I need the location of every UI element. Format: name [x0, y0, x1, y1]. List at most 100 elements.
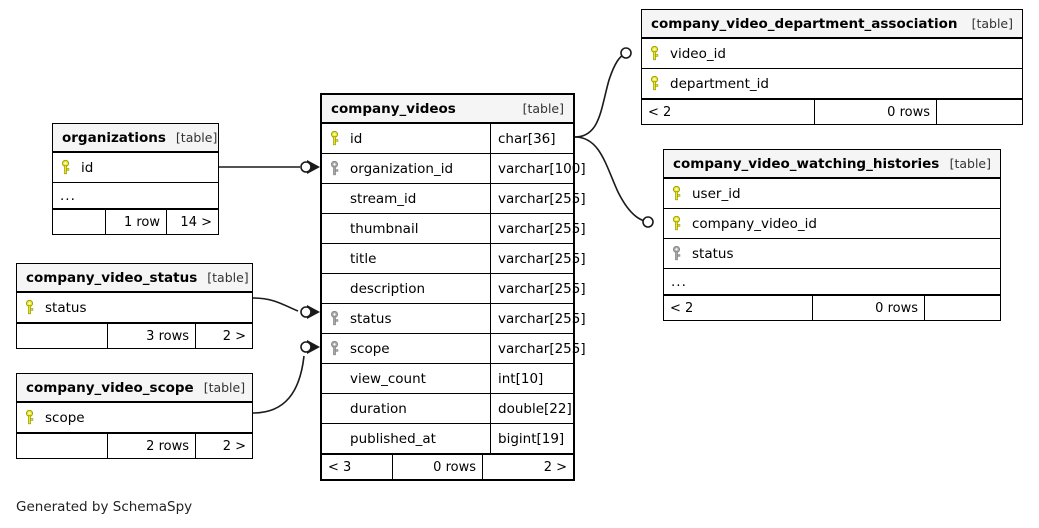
column-name: id	[81, 159, 94, 176]
column-row[interactable]: department_id	[642, 69, 1022, 99]
column-name-cell: title	[322, 244, 490, 273]
column-type-cell: double[22]	[490, 394, 573, 423]
table-name: company_video_watching_histories	[673, 155, 940, 172]
column-name-cell: user_id	[664, 179, 1000, 208]
column-name: thumbnail	[350, 220, 419, 237]
footer-prev-link[interactable]	[17, 324, 107, 348]
primary-key-icon	[650, 76, 659, 91]
column-type-cell: varchar[255]	[490, 184, 586, 213]
column-name: status	[350, 310, 392, 327]
table-type-tag: [table]	[207, 270, 249, 285]
crowsfoot-marker	[307, 160, 320, 174]
column-type-cell: bigint[19]	[490, 424, 573, 453]
column-name: description	[350, 280, 426, 297]
column-type-cell: varchar[255]	[490, 334, 586, 363]
column-name: department_id	[670, 75, 769, 92]
column-row[interactable]: status	[17, 293, 252, 323]
table-name: company_video_department_association	[651, 15, 958, 32]
table-company_video_watching_histories[interactable]: company_video_watching_histories [table] u…	[663, 149, 1001, 321]
footer-row-count: 2 rows	[107, 434, 195, 458]
footer-prev-link[interactable]	[53, 210, 105, 234]
table-header-company_video_status: company_video_status [table]	[17, 264, 252, 293]
table-header-company_video_watching_histories: company_video_watching_histories [table]	[664, 150, 1000, 179]
column-row[interactable]: scope	[17, 403, 252, 433]
column-row[interactable]: thumbnail varchar[255]	[322, 214, 586, 244]
column-name-cell: scope	[322, 334, 490, 363]
table-name: company_video_scope	[26, 379, 194, 396]
primary-key-icon	[672, 186, 681, 201]
column-name: company_video_id	[692, 215, 817, 232]
optional-marker	[300, 341, 312, 353]
column-type-cell: varchar[255]	[490, 304, 586, 333]
footer-prev-link[interactable]	[17, 434, 107, 458]
footer-row-count: 3 rows	[107, 324, 195, 348]
column-row[interactable]: status varchar[255]	[322, 304, 586, 334]
column-name-cell: id	[53, 153, 218, 182]
column-name: status	[45, 299, 87, 316]
column-type-cell: varchar[255]	[490, 214, 586, 243]
diagram-caption: Generated by SchemaSpy	[16, 499, 193, 515]
relationship-organizations-to-company_videos	[219, 160, 320, 174]
table-name: organizations	[62, 129, 166, 146]
footer-next-link[interactable]: 2 >	[482, 455, 573, 479]
table-type-tag: [table]	[522, 101, 564, 116]
table-company_video_department_association[interactable]: company_video_department_association [tab…	[641, 9, 1023, 125]
column-type-cell: varchar[255]	[490, 274, 586, 303]
column-name: user_id	[692, 185, 741, 202]
column-row[interactable]: company_video_id	[664, 209, 1000, 239]
column-type-cell: int[10]	[490, 364, 573, 393]
primary-key-icon	[61, 160, 70, 175]
footer-next-link[interactable]: 2 >	[195, 434, 252, 458]
column-name: view_count	[350, 370, 426, 387]
table-type-tag: [table]	[971, 16, 1013, 31]
column-row[interactable]: user_id	[664, 179, 1000, 209]
table-name: company_video_status	[26, 269, 198, 286]
footer-prev-link[interactable]: < 3	[328, 459, 352, 475]
column-row[interactable]: description varchar[255]	[322, 274, 586, 304]
relationship-company_video_status-to-company_videos	[252, 297, 320, 319]
crowsfoot-marker	[307, 305, 320, 319]
column-name-cell: duration	[322, 394, 490, 423]
foreign-key-icon	[672, 246, 681, 261]
footer-prev-link[interactable]: < 2	[670, 300, 694, 316]
table-type-tag: [table]	[175, 130, 218, 145]
column-name-cell: status	[322, 304, 490, 333]
column-name: title	[350, 250, 377, 267]
footer-next-link[interactable]: 14 >	[166, 210, 218, 234]
column-row[interactable]: video_id	[642, 39, 1022, 69]
column-row[interactable]: status	[664, 239, 1000, 269]
column-row[interactable]: scope varchar[255]	[322, 334, 586, 364]
column-name: scope	[350, 340, 390, 357]
footer-next-link[interactable]: 2 >	[195, 324, 252, 348]
table-name: company_videos	[331, 100, 456, 117]
optional-marker	[300, 161, 312, 173]
foreign-key-icon	[330, 311, 339, 326]
footer-next-link[interactable]	[936, 100, 1022, 124]
footer-next-link[interactable]	[924, 296, 1000, 320]
column-name-cell: description	[322, 274, 490, 303]
column-name-cell: id	[322, 124, 490, 153]
relationship-company_video_scope-to-company_videos	[252, 340, 320, 414]
column-row[interactable]: id	[53, 153, 218, 183]
table-header-company_videos: company_videos [table]	[322, 95, 573, 124]
column-row[interactable]: view_count int[10]	[322, 364, 573, 394]
footer-prev-link[interactable]: < 2	[648, 104, 672, 120]
column-name-cell: company_video_id	[664, 209, 1000, 238]
column-name: id	[350, 130, 363, 147]
crowsfoot-marker	[307, 340, 320, 354]
table-type-tag: [table]	[949, 156, 991, 171]
